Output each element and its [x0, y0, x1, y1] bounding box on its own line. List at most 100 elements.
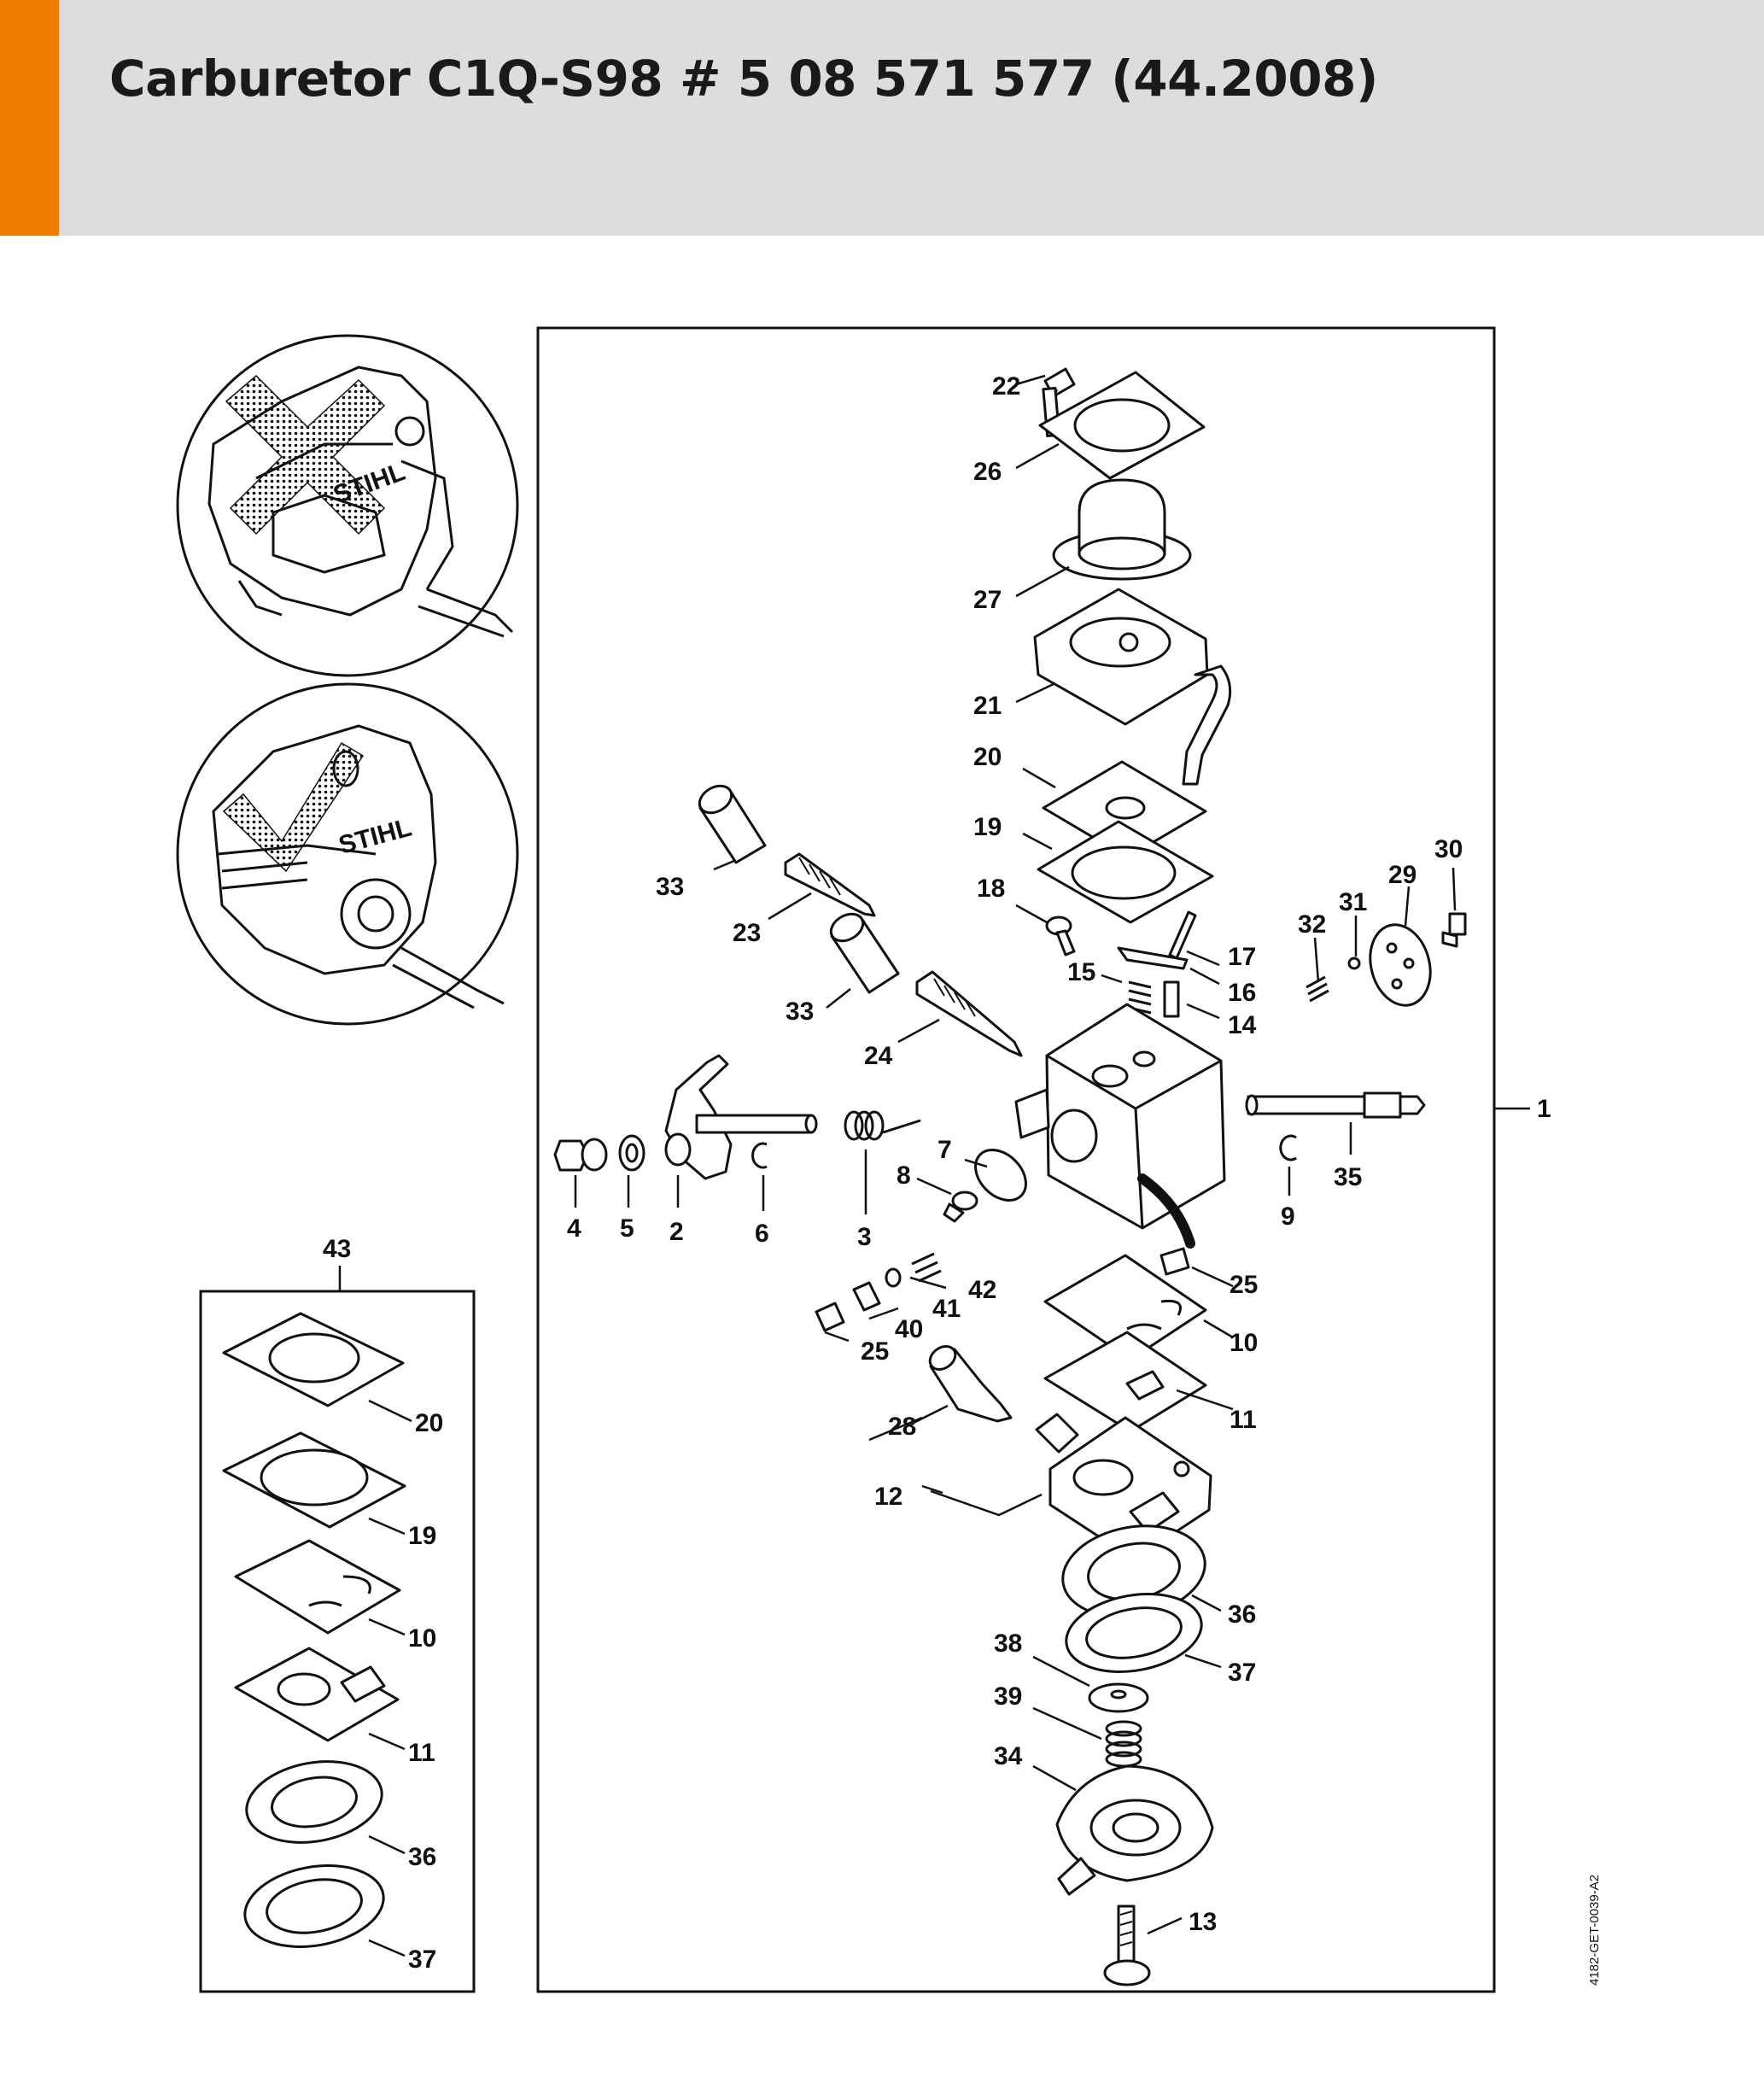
part-6-e-clip [751, 1142, 768, 1169]
callout-34: 34 [994, 1742, 1023, 1770]
callout-14: 14 [1228, 1011, 1257, 1039]
callout-43: 43 [323, 1235, 351, 1263]
old-model-inset: STIHL [176, 334, 519, 677]
part-10-metering-diaphragm [1043, 1254, 1207, 1361]
part-40-pin [852, 1281, 881, 1312]
part-33-limiter-cap-a [698, 784, 767, 864]
part-34-primer-housing [1055, 1764, 1214, 1896]
part-9-e-clip [1279, 1134, 1297, 1161]
callout-3: 3 [857, 1223, 872, 1251]
callout-15: 15 [1067, 958, 1095, 986]
kit-callout-19: 19 [408, 1522, 436, 1550]
callout-18: 18 [977, 875, 1005, 903]
part-41-o-ring [885, 1267, 902, 1288]
callout-8: 8 [897, 1161, 911, 1190]
page-title: Carburetor C1Q-S98 # 5 08 571 577 (44.20… [109, 50, 1378, 108]
kit-callout-20: 20 [415, 1409, 443, 1437]
kit-callout-11: 11 [408, 1739, 435, 1767]
callout-25a: 25 [861, 1337, 889, 1366]
callout-35: 35 [1334, 1163, 1362, 1191]
part-17-pin [1168, 910, 1197, 960]
part-12-metering-cover [1035, 1413, 1212, 1561]
part-26-gasket [1038, 371, 1206, 480]
part-33-limiter-cap-b [829, 912, 900, 994]
cross-out-icon [225, 374, 386, 535]
callout-leaders [574, 374, 1457, 1935]
main-diagram-frame [536, 326, 1496, 1993]
part-3-torsion-spring [844, 1110, 921, 1141]
callout-20: 20 [973, 743, 1002, 771]
callout-24: 24 [864, 1042, 893, 1070]
callout-32: 32 [1298, 910, 1326, 939]
part-5-washer [618, 1134, 645, 1172]
brand-accent-bar [0, 0, 59, 236]
part-11-gasket [1043, 1331, 1207, 1433]
page-header: Carburetor C1Q-S98 # 5 08 571 577 (44.20… [0, 0, 1764, 236]
callout-17: 17 [1228, 943, 1256, 971]
callout-6: 6 [755, 1220, 769, 1248]
callout-28: 28 [888, 1413, 916, 1441]
part-39-spring [1105, 1720, 1142, 1768]
part-37-gasket [1065, 1592, 1203, 1674]
callout-27: 27 [973, 586, 1002, 614]
new-model-inset: STIHL [176, 682, 519, 1026]
part-24-adjusting-screw [915, 970, 1023, 1057]
part-4-nut [553, 1138, 608, 1172]
part-16-lever [1117, 946, 1189, 970]
callout-29: 29 [1388, 861, 1416, 889]
part-32-spring [1305, 975, 1329, 1003]
part-30-screw [1441, 912, 1467, 948]
callout-26: 26 [973, 458, 1002, 486]
callout-42: 42 [968, 1276, 996, 1304]
part-25-screen-a [815, 1302, 845, 1332]
callout-33b: 33 [786, 998, 814, 1026]
part-18-screw [1045, 916, 1076, 957]
document-code: 4182-GET-0039-A2 [1587, 1875, 1602, 1986]
checkmark-icon [222, 741, 365, 873]
callout-19: 19 [973, 813, 1002, 841]
callout-1: 1 [1537, 1095, 1551, 1123]
part-2-throttle-lever [664, 1054, 818, 1180]
callout-2: 2 [669, 1218, 684, 1246]
callout-10: 10 [1230, 1329, 1258, 1357]
callout-9: 9 [1281, 1202, 1295, 1231]
callout-22: 22 [992, 372, 1020, 401]
part-8-screw [943, 1191, 978, 1223]
callout-4: 4 [567, 1214, 581, 1243]
callout-23: 23 [733, 919, 761, 947]
part-29-plate [1369, 923, 1432, 1007]
part-27-primer-bulb [1052, 478, 1192, 581]
callout-5: 5 [620, 1214, 634, 1243]
callout-11: 11 [1230, 1406, 1257, 1434]
callout-12: 12 [874, 1483, 902, 1511]
exploded-parts-diagram: STIHL STIHL [176, 326, 1602, 1993]
part-callouts: 22 26 27 21 20 19 18 17 16 15 14 33 23 3… [567, 372, 1551, 1936]
part-15-spring [1128, 980, 1152, 1015]
part-1-carburetor-body [1014, 1003, 1226, 1249]
part-31-ball [1347, 957, 1361, 970]
part-19-gasket [1037, 820, 1214, 924]
gasket-kit-43: 43 20 19 10 11 [199, 1235, 476, 1993]
part-14-inlet-needle [1163, 980, 1180, 1018]
part-38-valve-disc [1088, 1682, 1149, 1713]
kit-frame [199, 1290, 476, 1993]
callout-33a: 33 [656, 873, 684, 901]
part-23-adjusting-screw [784, 852, 876, 917]
part-25-screen-b [1159, 1247, 1190, 1276]
callout-21: 21 [973, 692, 1002, 720]
callout-41: 41 [932, 1295, 961, 1323]
callout-37: 37 [1228, 1659, 1256, 1687]
callout-25b: 25 [1230, 1271, 1258, 1299]
kit-callout-36: 36 [408, 1843, 436, 1871]
part-13-screw [1103, 1904, 1151, 1986]
callout-36: 36 [1228, 1600, 1256, 1629]
part-21-pump-cover [1033, 588, 1232, 786]
callout-40: 40 [895, 1315, 923, 1343]
part-28-fuel-fitting [928, 1345, 1013, 1423]
kit-callout-10: 10 [408, 1624, 436, 1653]
part-7-throttle-plate [974, 1149, 1027, 1202]
part-42-spring [911, 1252, 942, 1283]
callout-16: 16 [1228, 979, 1256, 1007]
callout-38: 38 [994, 1629, 1022, 1658]
callout-39: 39 [994, 1682, 1022, 1711]
